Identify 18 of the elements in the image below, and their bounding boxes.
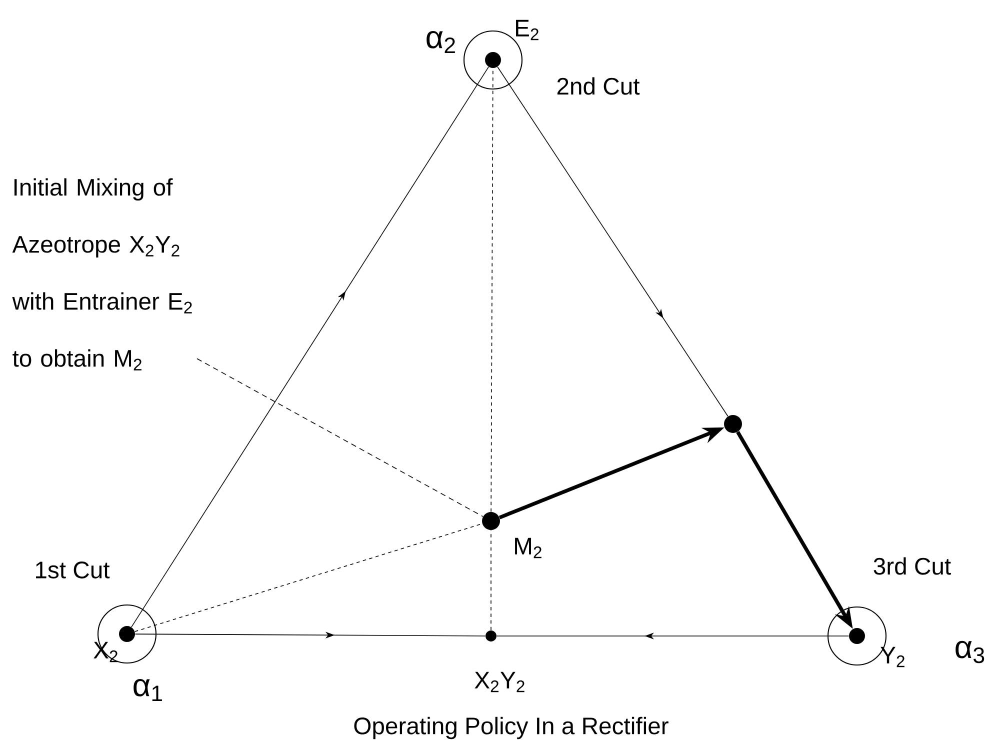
point-marker — [724, 415, 742, 433]
arrow — [131, 66, 489, 628]
point-label: M$_{2}$ — [515, 538, 542, 558]
greek-label: α$_{2}$ — [426, 30, 455, 54]
caption: Operating Policy In a Rectifier — [354, 716, 668, 740]
cut-label: 1st Cut — [36, 562, 110, 578]
cut-label: 3rd Cut — [874, 557, 951, 575]
cut-label: 2nd Cut — [557, 77, 640, 95]
greek-label: α$_{3}$ — [956, 640, 984, 664]
greek-label: α$_{1}$ — [134, 678, 162, 702]
arrow — [497, 66, 728, 417]
connector-line — [490, 530, 492, 631]
connector-line — [134, 523, 483, 632]
annotation-text: Initial Mixing of Azeotrope X$_{2}$Y$_{2}$ with Entrainer E$_{2}$ to obtain M$_{2}$ — [12, 178, 192, 370]
point-label: X$_{2}$Y$_{2}$ — [474, 672, 524, 692]
leader-line — [196, 358, 484, 517]
point-label: Y$_{2}$ — [880, 646, 904, 668]
point-label: E$_{2}$ — [516, 20, 538, 40]
